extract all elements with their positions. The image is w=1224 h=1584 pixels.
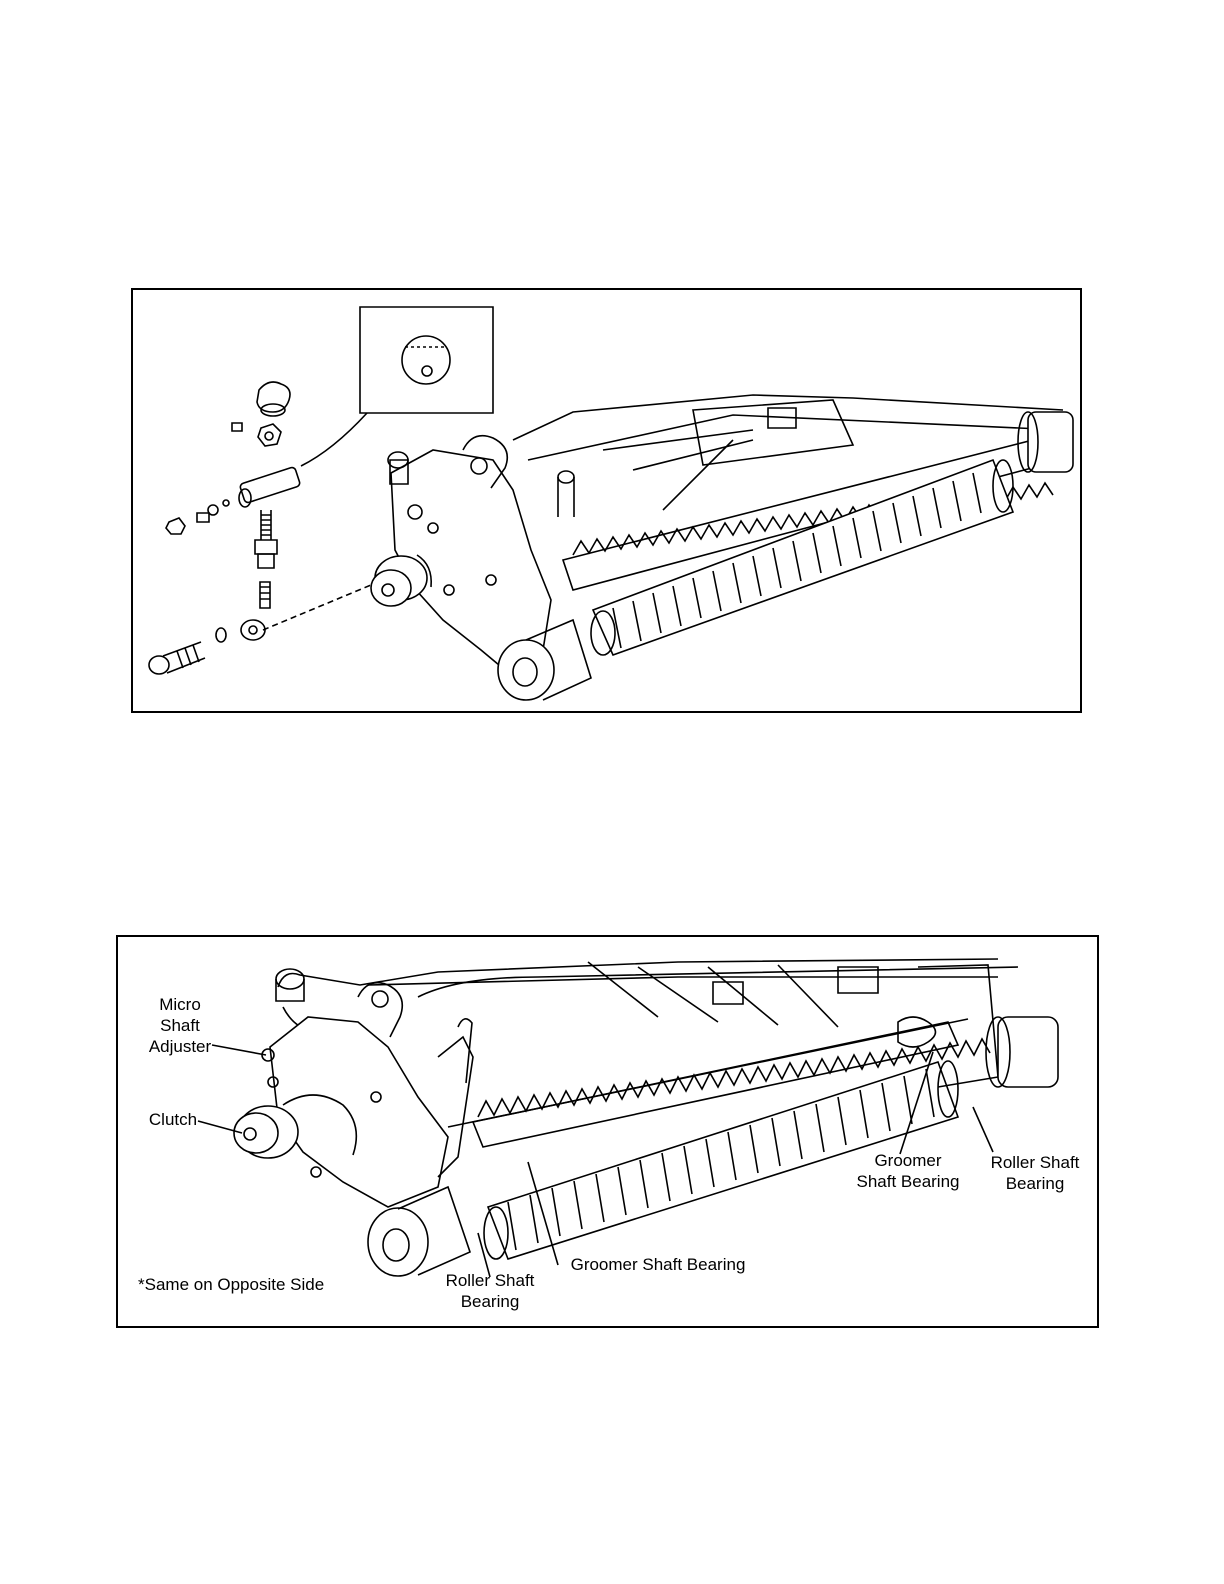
cutting-unit-exploded-drawing [133,290,1082,713]
rod-end [241,582,270,640]
washer [216,628,226,642]
star-knob [257,382,290,416]
reel-body [513,395,1073,655]
small-nut [166,518,185,534]
figure-exploded-adjuster [131,288,1082,713]
adjuster-sleeve [239,467,301,507]
leader-roller-right [973,1107,993,1152]
threaded-stud [255,510,277,568]
grease-fitting [276,969,304,989]
inset-detail-box [360,307,493,413]
side-frame-assembly [371,436,591,700]
rear-roller [591,460,1013,655]
note-same-opposite-side: *Same on Opposite Side [138,1274,324,1295]
hex-nut [258,424,281,446]
leader-micro-shaft-adjuster [212,1045,266,1055]
label-clutch: Clutch [138,1109,208,1130]
side-frame-assembly [234,969,473,1276]
set-screw [232,423,242,431]
cap-screw [149,642,205,674]
label-groomer-shaft-bearing-center: Groomer Shaft Bearing [558,1254,758,1275]
